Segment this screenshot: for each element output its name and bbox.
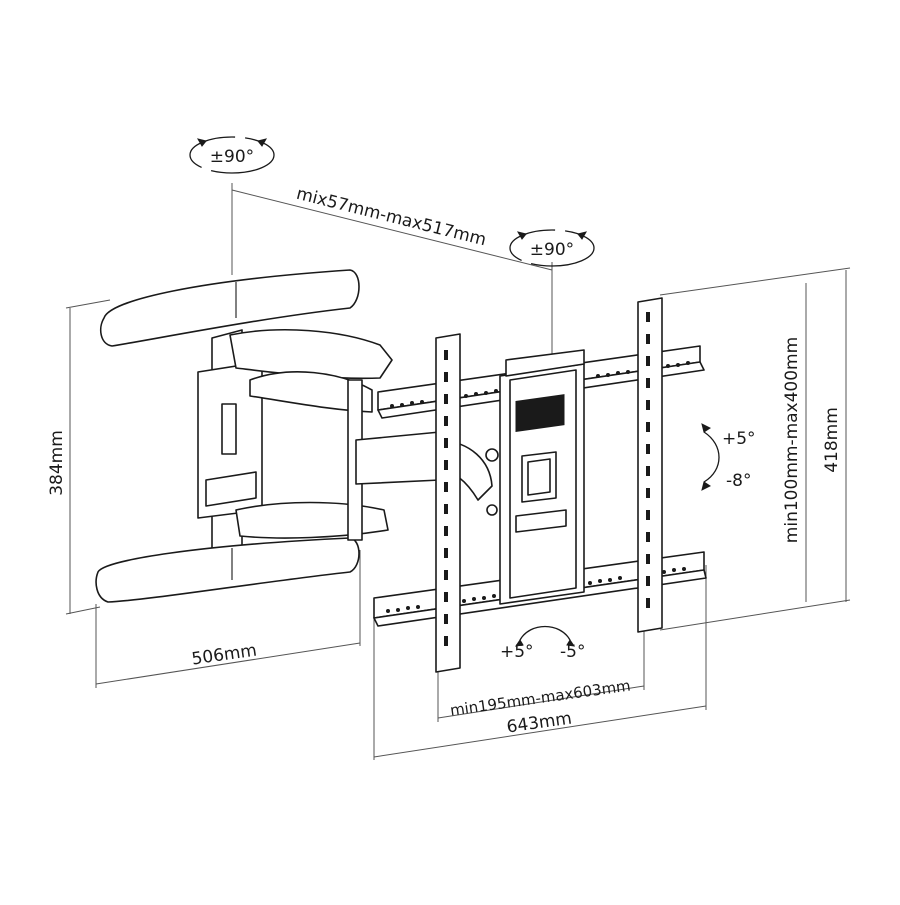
vesa-vertical-label: min100mm-max400mm — [782, 337, 802, 543]
lower-arm — [95, 501, 389, 603]
rotation-icon-top-left — [189, 136, 275, 174]
swivel-left-label: +5° — [500, 642, 534, 662]
swivel-right-label: -5° — [560, 642, 585, 662]
rotation-icon-top-mid — [509, 229, 595, 267]
width-bottom-label: 643mm — [505, 709, 573, 738]
tilt-arrow-icon — [701, 423, 720, 491]
rotation-label-top-left: ±90° — [210, 147, 254, 167]
tilt-up-label: +5° — [722, 429, 756, 449]
arm-extension-label: mix57mm-max517mm — [294, 184, 488, 251]
swivel-arrow-icon — [514, 626, 576, 647]
dimension-lines — [65, 183, 851, 760]
width-bottom-left-label: 506mm — [190, 641, 258, 670]
wall-plate — [197, 329, 263, 553]
tilt-down-label: -8° — [726, 471, 751, 491]
vertical-arm-left — [435, 333, 461, 673]
rotation-label-top-mid: ±90° — [530, 240, 574, 260]
center-plate — [499, 349, 585, 605]
height-right-label: 418mm — [822, 407, 842, 473]
vertical-arm-right — [637, 297, 663, 633]
height-left-label: 384mm — [47, 430, 67, 496]
upper-arm — [99, 269, 393, 413]
